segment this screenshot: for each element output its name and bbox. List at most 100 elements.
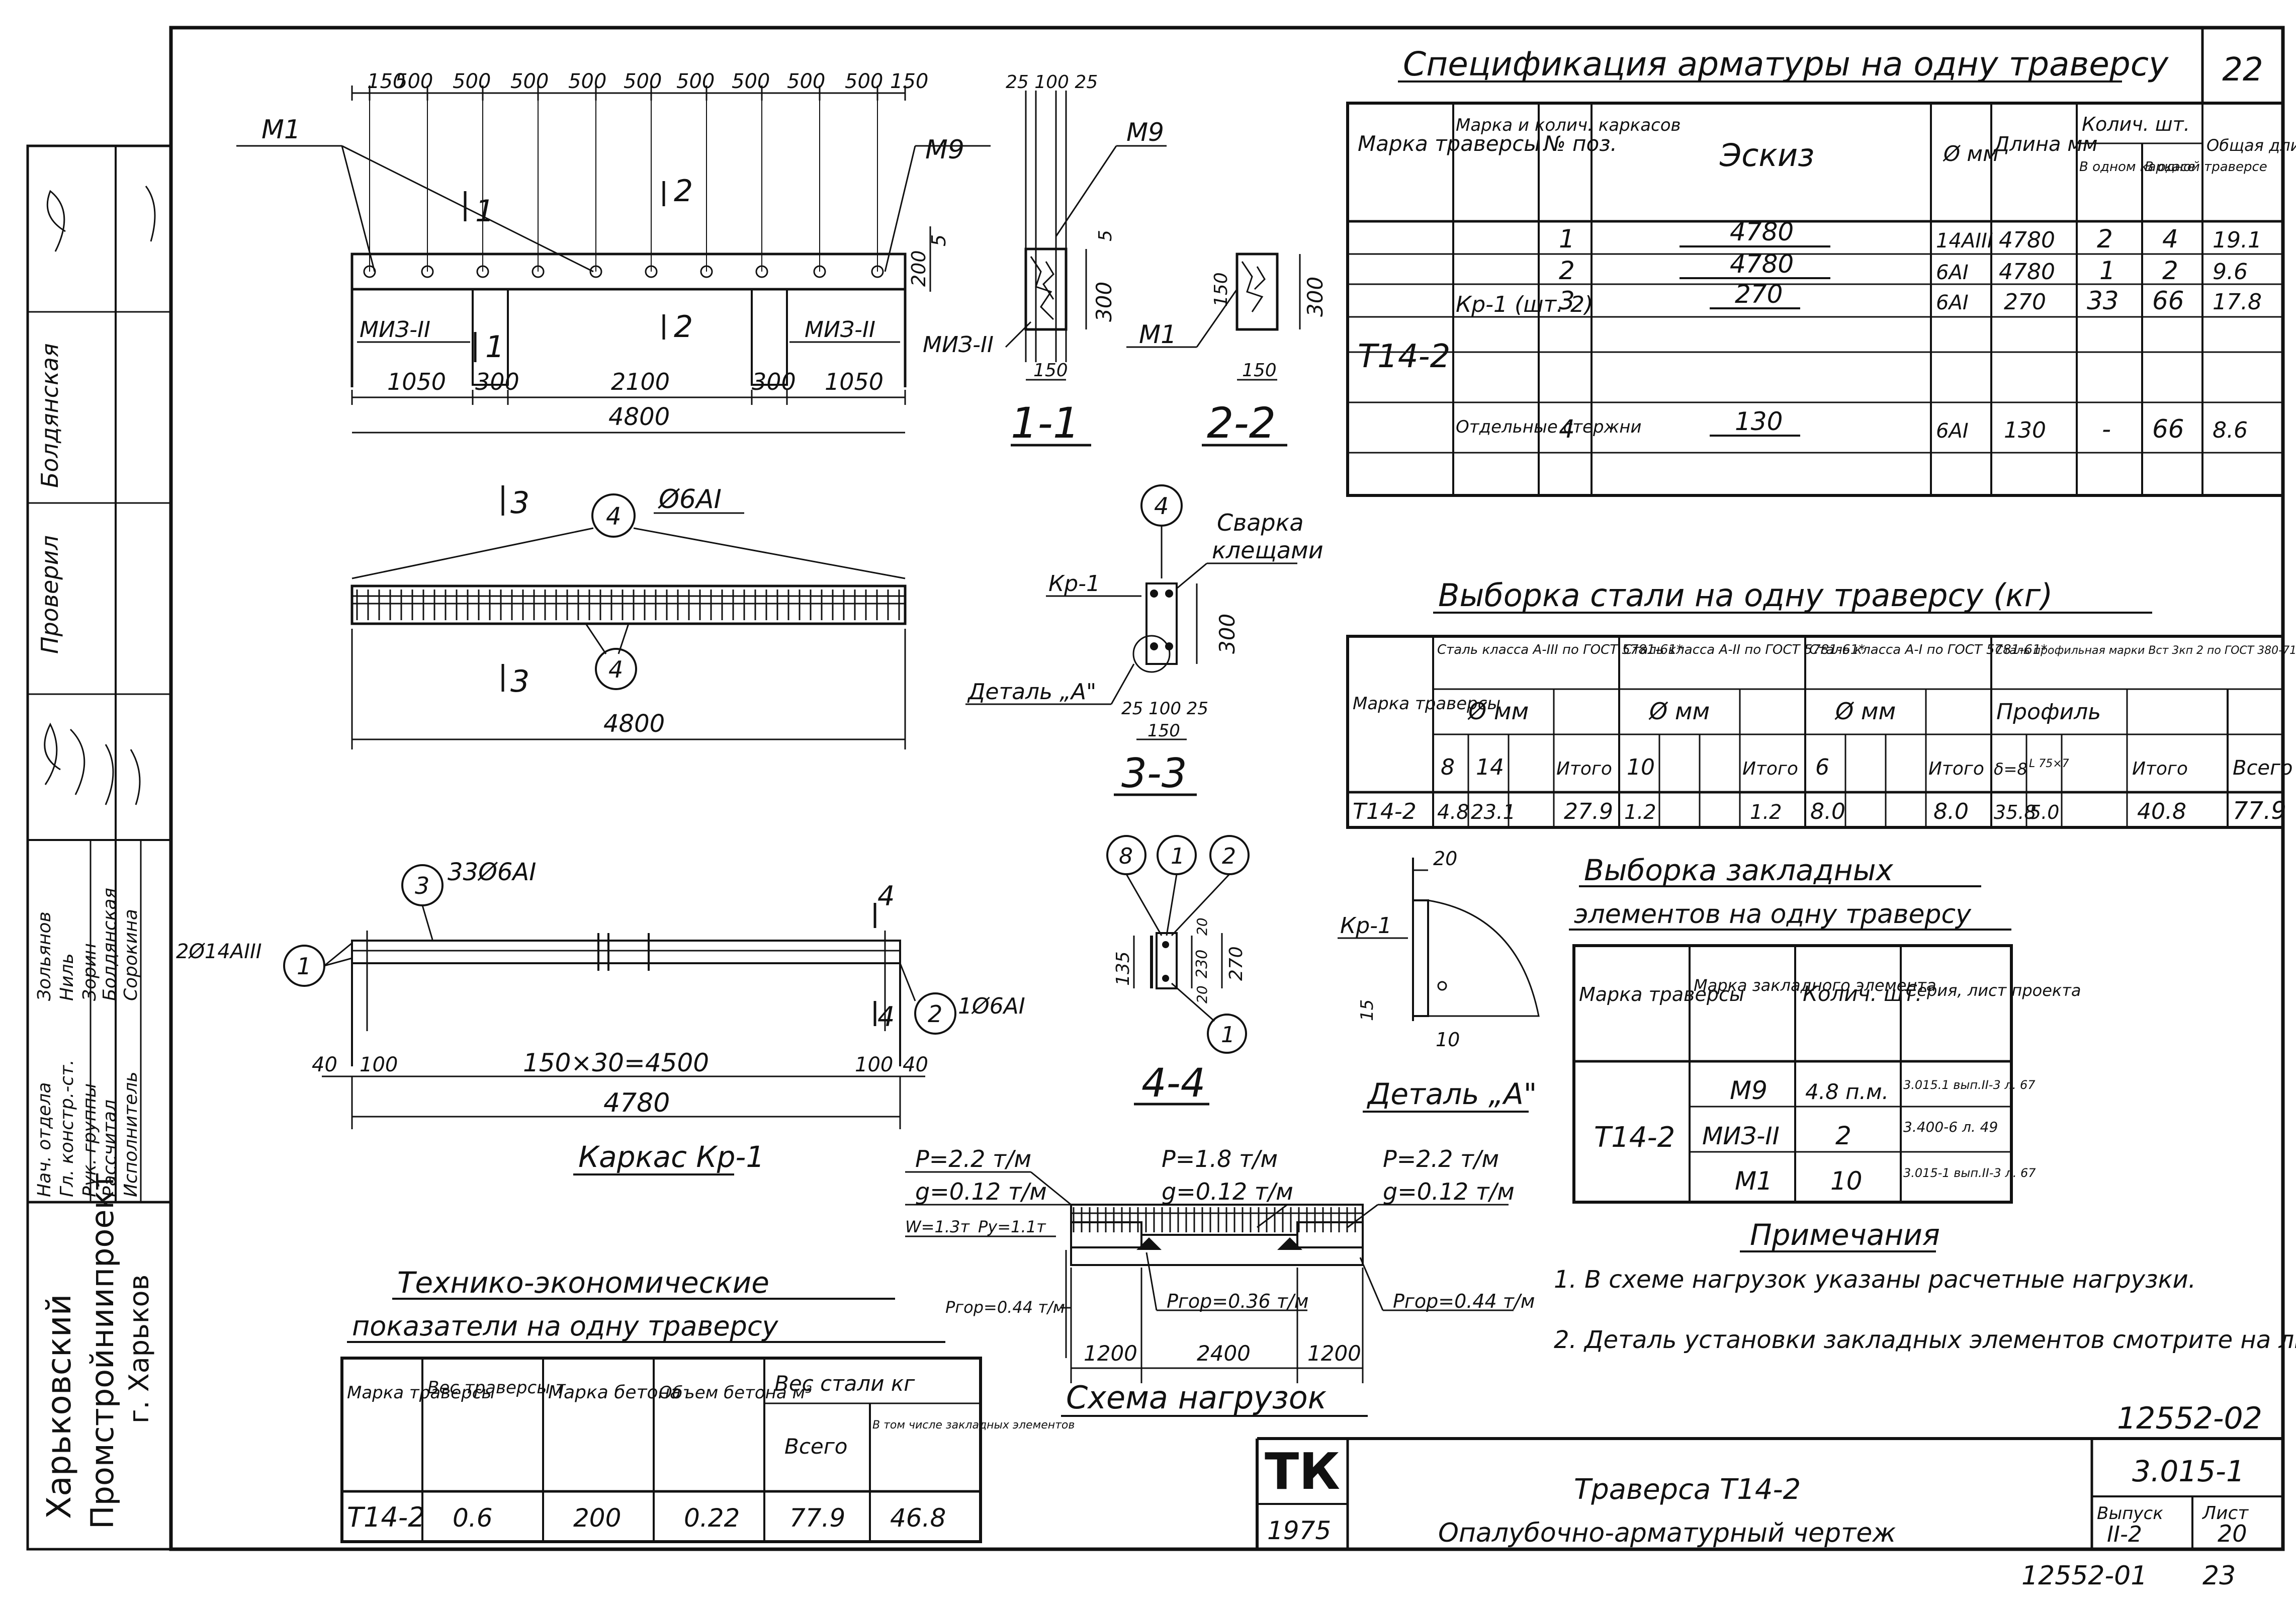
sec11-h5: 5	[1095, 230, 1116, 241]
load-span-3: 1200	[1307, 1341, 1361, 1366]
elev-bot-3: 2100	[611, 368, 670, 395]
frame-bar-1: 2Ø14АIII	[176, 940, 262, 963]
spec-r4-sketch: 130	[1735, 407, 1783, 436]
frame-kr1: 3 33Ø6АI 1 2Ø14АIII 2 1Ø6АI 4 4 40 100 1…	[176, 858, 1025, 1175]
stamp-name-1: Зольянов	[34, 911, 55, 1001]
spec-h-sketch: Эскиз	[1719, 137, 1814, 174]
spec-r4-qc: -	[2102, 414, 2111, 444]
sec22-w: 150	[1242, 360, 1277, 381]
sec44-h135: 135	[1113, 951, 1133, 986]
steel-row-4: 1.2	[1624, 801, 1656, 824]
elev-embed-right	[751, 288, 788, 386]
frame-len: 4780	[603, 1088, 670, 1118]
elev-dim-9: 500	[787, 70, 825, 93]
steel-row-9: 8.0	[1933, 799, 1969, 824]
elev-anchor-dot	[813, 265, 826, 278]
elev-bot-1: 1050	[387, 368, 446, 395]
sec11-top-dims: 25 100 25	[1006, 72, 1098, 93]
elev-dim-1: 150	[367, 70, 405, 93]
spec-h-qty-beam: В одной траверсе	[2145, 159, 2267, 175]
tech-row-weight: 0.6	[453, 1503, 493, 1533]
steel-sub-1: 14	[1476, 754, 1504, 780]
steel-row-14: 77.9	[2233, 797, 2286, 825]
spec-r4-dia: 6AI	[1936, 419, 1969, 443]
steel-row-6: 1.2	[1750, 801, 1782, 824]
elevation-view: 150 500 500 500 500 500 500 500 500 500 …	[236, 70, 991, 434]
embed-r3-qty: 10	[1830, 1166, 1863, 1196]
elev-dim-6: 500	[624, 70, 662, 93]
elev-miz-right: МИЗ-II	[805, 317, 875, 343]
title-tk: ТК	[1265, 1442, 1340, 1501]
elev-dim-10: 500	[845, 70, 883, 93]
elev-anchor-dot	[421, 265, 434, 278]
load-span-2: 2400	[1197, 1341, 1251, 1366]
load-title: Схема нагрузок	[1066, 1379, 1327, 1416]
steel-row-11: 5.0	[2029, 801, 2059, 823]
elev-m9: М9	[925, 135, 964, 165]
spec-h-total: Общая длина м	[2206, 136, 2296, 155]
embed-r2-qty: 2	[1835, 1121, 1851, 1150]
elev-total: 4800	[608, 403, 670, 431]
note-2: 2. Деталь установки закладных элементов …	[1554, 1326, 2296, 1354]
spec-r1-qb: 4	[2162, 224, 2178, 254]
spec-r2-dia: 6AI	[1936, 261, 1969, 284]
load-mid-g: g=0.12 т/м	[1162, 1178, 1293, 1205]
frame-bubble-1-label: 1	[297, 953, 311, 980]
steel-h-dia-1: Ø мм	[1467, 698, 1529, 725]
steel-h-dia-2: Ø мм	[1648, 698, 1710, 725]
spec-r1-pos: 1	[1559, 224, 1575, 254]
elev-dim-5: 500	[568, 70, 606, 93]
frame-d40a: 40	[312, 1053, 337, 1076]
embed-h-ref: Серия, лист проекта	[1906, 981, 2081, 1000]
steel-sub-2: Итого	[1556, 759, 1612, 779]
elev-h200: 200	[908, 250, 930, 287]
elev-dim-3: 500	[453, 70, 491, 93]
spec-r3-total: 17.8	[2213, 289, 2262, 315]
steel-sub-6: 6	[1815, 754, 1829, 780]
spec-r2-total: 9.6	[2213, 259, 2248, 285]
frame-bars	[351, 940, 901, 964]
spec-r1-sketch: 4780	[1730, 217, 1794, 246]
title-block: 12552-02 ТК 1975 Траверса Т14-2 Опалубоч…	[1256, 1401, 2283, 1549]
stamp-role-1: Нач. отдела	[34, 1082, 55, 1197]
title-vyp: II-2	[2107, 1522, 2142, 1547]
steel-sub-5: Итого	[1742, 759, 1798, 779]
tech-row-total: 77.9	[789, 1503, 845, 1533]
tech-h-concrete: Марка бетона	[548, 1382, 681, 1403]
elev-anchor-dot	[700, 265, 713, 278]
title-year: 1975	[1267, 1516, 1331, 1545]
spec-r4-length: 130	[2004, 417, 2046, 443]
embed-brand: Т14-2	[1594, 1121, 1675, 1154]
spec-h-qty: Колич. шт.	[2082, 113, 2190, 135]
sec44-body	[1156, 932, 1178, 989]
sec11-miz: МИЗ-II	[923, 332, 994, 358]
sec44-bubble-1b	[1207, 1014, 1247, 1054]
frame-d100a: 100	[360, 1053, 398, 1076]
spec-h-dia: Ø мм	[1942, 141, 1999, 166]
stamp-role-4: Рассчитал	[100, 1100, 120, 1197]
steel-h-g1: Сталь класса A-III по ГОСТ 5781-61*	[1437, 642, 1683, 657]
sec11-h: 300	[1092, 282, 1116, 322]
sec44-h270: 270	[1226, 946, 1247, 981]
frame-bubble-2-label: 2	[928, 1000, 942, 1028]
sec44-label: 4-4	[1141, 1061, 1205, 1106]
embed-r1-qty: 4.8 п.м.	[1805, 1079, 1889, 1104]
steel-h-g3: Сталь класса A-I по ГОСТ 5781-61*	[1809, 642, 2048, 657]
load-pgor-left: Pгор=0.44 т/м	[945, 1298, 1065, 1317]
elev-bot-5: 1050	[825, 368, 884, 395]
elev-h5: 5	[928, 234, 950, 246]
load-mid-p: P=1.8 т/м	[1162, 1145, 1278, 1172]
sec44-b2: 2	[1222, 844, 1236, 869]
spec-r3-dia: 6AI	[1936, 291, 1969, 314]
title-main-2: Опалубочно-арматурный чертеж	[1438, 1518, 1896, 1548]
sec22-h: 300	[1303, 277, 1328, 317]
sec33-label: 3-3	[1121, 750, 1187, 797]
elev-dim-11: 150	[890, 70, 928, 93]
spec-r4-qb: 66	[2152, 414, 2184, 444]
plan-bubble-bottom	[595, 648, 637, 690]
sec44-h230: 230	[1193, 950, 1211, 978]
stamp-role-3: Рук. группы	[79, 1083, 100, 1197]
embed-title-1: Выборка закладных	[1584, 853, 1894, 887]
